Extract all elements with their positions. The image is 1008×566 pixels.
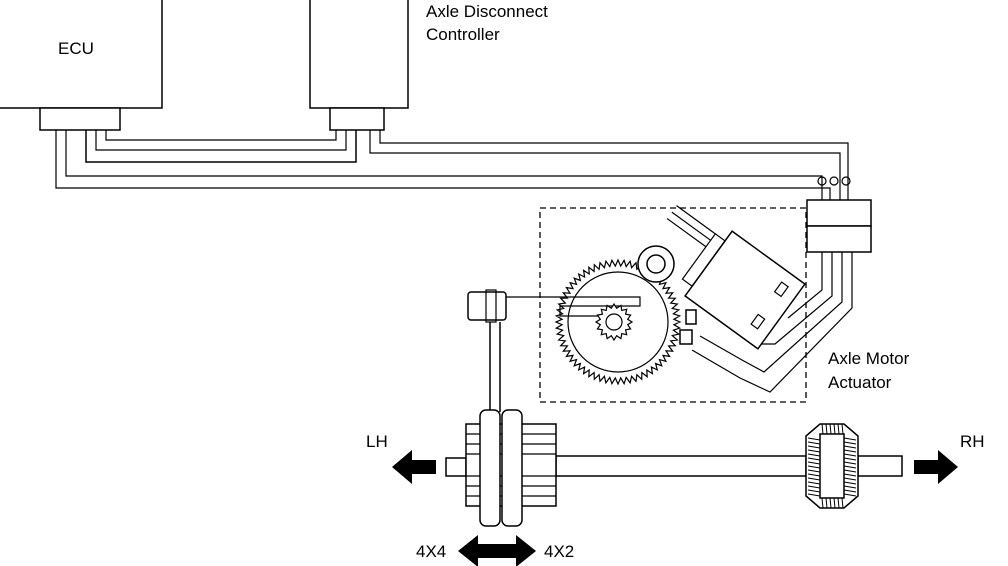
actuator-label-line2: Actuator — [828, 373, 892, 392]
position-switch — [679, 309, 697, 345]
lh-label: LH — [366, 432, 388, 451]
actuator-housing — [539, 207, 807, 403]
actuator-connector — [806, 199, 872, 253]
wiring-harness — [55, 130, 851, 200]
ecu-module — [0, 0, 163, 131]
double-arrow-icon — [458, 535, 536, 566]
shift-rod — [489, 322, 501, 412]
ecu-label: ECU — [58, 39, 94, 58]
left-arrow-icon — [392, 450, 436, 484]
motor-leads — [691, 252, 853, 393]
shift-lever — [467, 289, 641, 323]
controller-label-line1: Axle Disconnect — [426, 2, 548, 21]
mode-4x2-label: 4X2 — [544, 542, 575, 561]
rh-spline-coupling — [805, 423, 859, 509]
pinion-gear — [637, 245, 675, 283]
shift-collar — [465, 409, 557, 527]
lever-gear — [594, 302, 634, 342]
right-arrow-icon — [914, 450, 958, 484]
mode-4x4-label: 4X4 — [416, 542, 447, 561]
actuator-motor — [666, 205, 806, 350]
actuator-label-line1: Axle Motor — [828, 349, 910, 368]
controller-module — [309, 0, 409, 131]
rh-label: RH — [960, 432, 985, 451]
controller-label-line2: Controller — [426, 25, 500, 44]
